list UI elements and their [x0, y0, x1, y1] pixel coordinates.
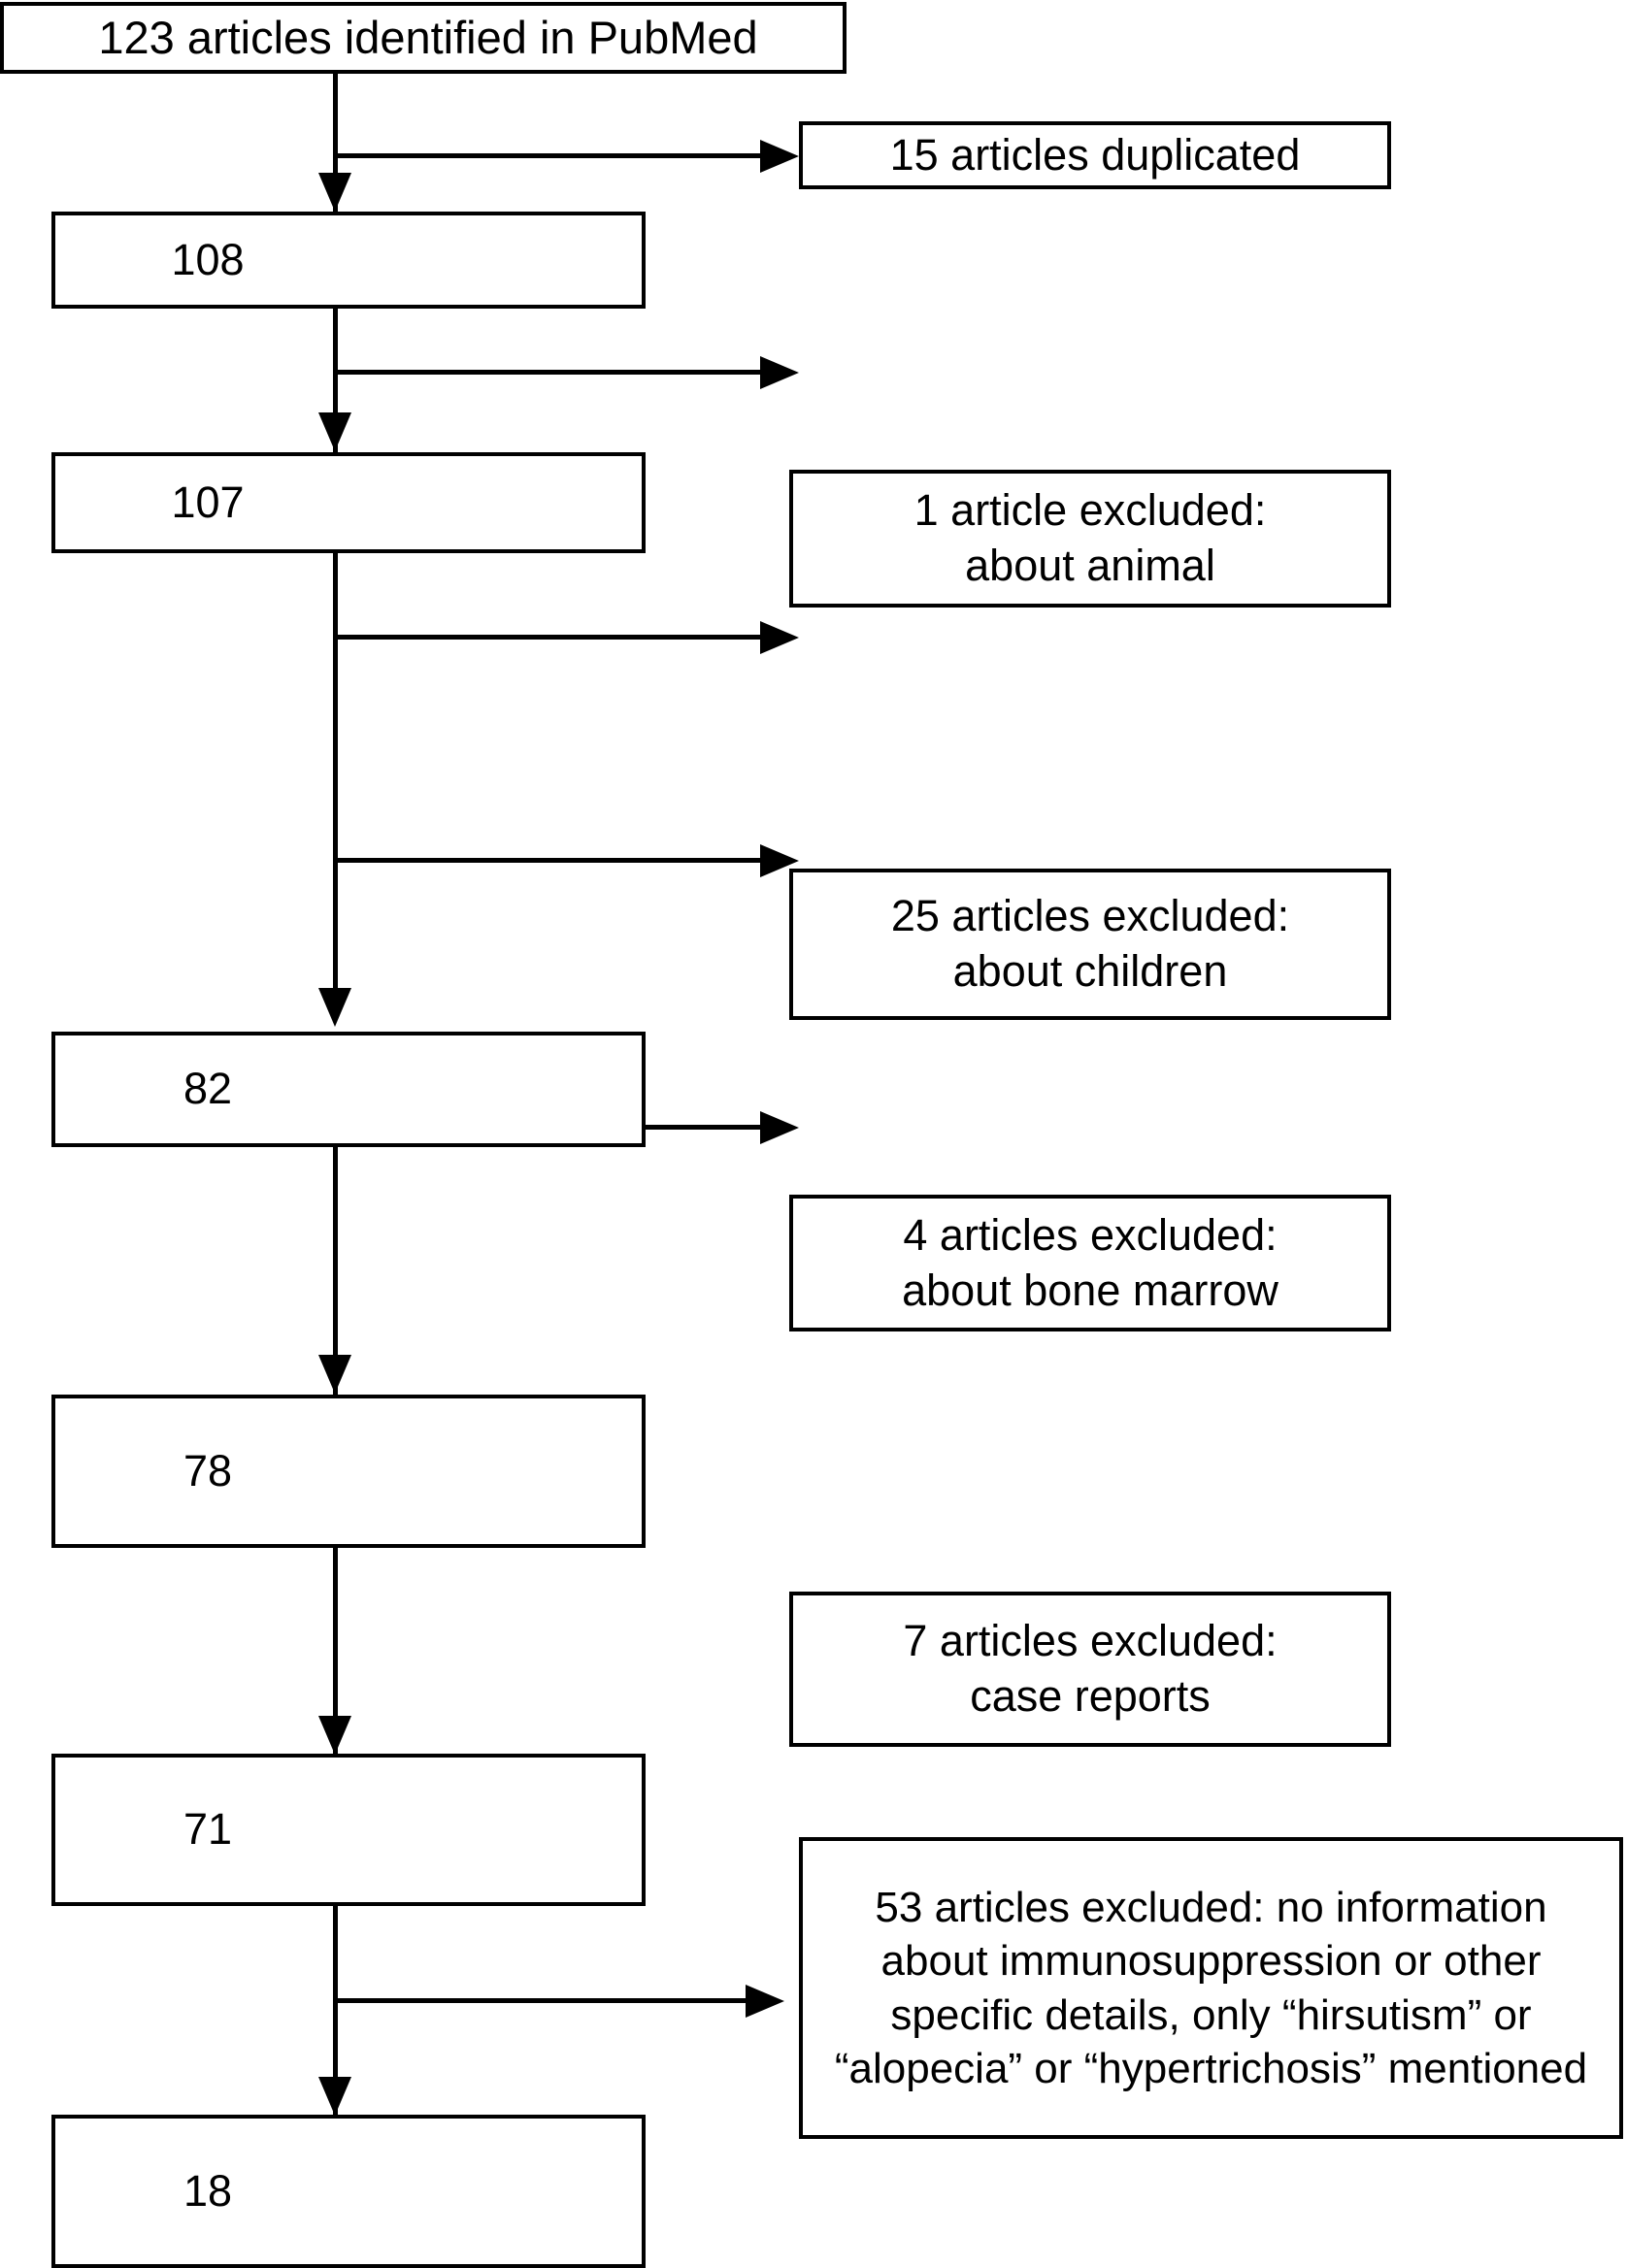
connector-vline-78-to-71 [333, 1548, 338, 1791]
node-excluded-children[interactable]: 25 articles excluded: about children [789, 869, 1391, 1020]
node-after-case-reports[interactable]: 71 [51, 1754, 646, 1906]
connector-hline-to-children [333, 635, 775, 640]
node-after-duplicates[interactable]: 108 [51, 212, 646, 309]
node-excluded-duplicated-label: 15 articles duplicated [889, 129, 1301, 180]
connector-vline-71-to-18 [333, 1905, 338, 2153]
arrow-right-icon [760, 621, 799, 654]
connector-hline-to-bone-marrow [333, 858, 775, 863]
node-excluded-animal-label: 1 article excluded: about animal [913, 485, 1267, 590]
arrow-down-icon [318, 173, 351, 212]
node-excluded-bone-marrow-label: 4 articles excluded: about bone marrow [902, 1209, 1278, 1315]
node-after-animal-label: 107 [171, 477, 245, 527]
node-excluded-bone-marrow[interactable]: 4 articles excluded: about bone marrow [789, 1195, 1391, 1331]
node-identified[interactable]: 123 articles identified in PubMed [0, 2, 847, 74]
arrow-right-icon [746, 1985, 784, 2018]
arrow-down-icon [318, 988, 351, 1027]
node-after-duplicates-label: 108 [171, 234, 245, 284]
node-excluded-duplicated[interactable]: 15 articles duplicated [799, 121, 1391, 189]
node-after-case-reports-label: 71 [183, 1804, 233, 1855]
node-excluded-animal[interactable]: 1 article excluded: about animal [789, 470, 1391, 608]
arrow-down-icon [318, 1355, 351, 1394]
arrow-right-icon [760, 140, 799, 173]
connector-hline-to-animal [333, 370, 775, 375]
node-excluded-case-reports-label: 7 articles excluded: case reports [903, 1616, 1278, 1721]
arrow-right-icon [760, 1111, 799, 1144]
arrow-down-icon [318, 2077, 351, 2116]
arrow-down-icon [318, 412, 351, 451]
node-excluded-children-label: 25 articles excluded: about children [890, 891, 1290, 996]
node-excluded-no-information[interactable]: 53 articles excluded: no information abo… [799, 1837, 1623, 2139]
connector-vline-107-to-82-lower [333, 553, 338, 1009]
connector-vline-82-to-78 [333, 1147, 338, 1429]
connector-vline-108-to-107 [333, 309, 338, 464]
node-after-children-label: 82 [183, 1064, 233, 1114]
connector-vline-identified-to-108 [333, 74, 338, 225]
node-identified-label: 123 articles identified in PubMed [98, 12, 758, 64]
connector-hline-to-duplicated [333, 153, 775, 158]
node-after-bone-marrow-label: 78 [183, 1445, 233, 1496]
node-after-bone-marrow[interactable]: 78 [51, 1395, 646, 1548]
node-after-animal[interactable]: 107 [51, 452, 646, 553]
connector-hline-to-no-information [333, 1998, 755, 2003]
node-after-children[interactable]: 82 [51, 1032, 646, 1147]
arrow-right-icon [760, 356, 799, 389]
node-excluded-case-reports[interactable]: 7 articles excluded: case reports [789, 1592, 1391, 1747]
arrow-down-icon [318, 1716, 351, 1755]
node-included-label: 18 [183, 2165, 233, 2216]
node-excluded-no-information-label: 53 articles excluded: no information abo… [834, 1883, 1588, 2092]
node-included[interactable]: 18 [51, 2115, 646, 2268]
